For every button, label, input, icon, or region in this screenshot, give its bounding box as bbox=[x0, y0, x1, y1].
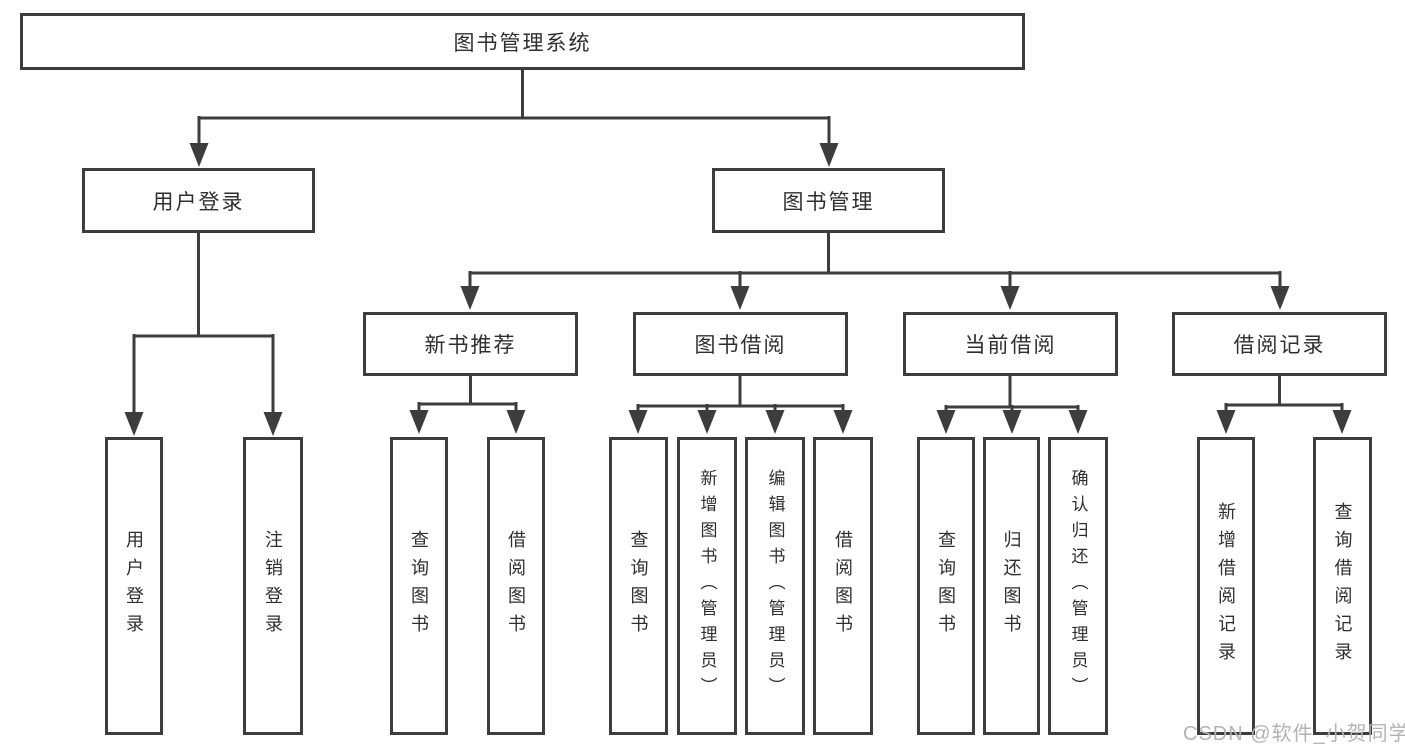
arrow-down-icon bbox=[819, 143, 839, 167]
arrow-down-icon bbox=[189, 143, 209, 167]
node-new-book-recommend: 新书推荐 bbox=[363, 312, 578, 376]
leaf-borrow-borrow-books-label: 借阅图书 bbox=[833, 530, 853, 642]
arrow-down-icon bbox=[1002, 410, 1022, 434]
leaf-logout-login: 注销登录 bbox=[243, 437, 303, 735]
node-book-borrow: 图书借阅 bbox=[633, 312, 848, 376]
leaf-current-confirm-return-admin: 确认归还（管理员） bbox=[1048, 437, 1108, 735]
arrow-down-icon bbox=[628, 410, 648, 434]
node-user-login-label: 用户登录 bbox=[152, 190, 245, 214]
leaf-borrow-edit-books-admin: 编辑图书（管理员） bbox=[745, 437, 805, 735]
leaf-current-confirm-return-admin-label: 确认归还（管理员） bbox=[1068, 469, 1088, 703]
leaf-current-query-books-label: 查询图书 bbox=[936, 530, 956, 642]
arrow-down-icon bbox=[936, 410, 956, 434]
leaf-recommend-borrow-books-label: 借阅图书 bbox=[506, 530, 526, 642]
arrow-down-icon bbox=[506, 410, 526, 434]
node-current-borrow: 当前借阅 bbox=[903, 312, 1118, 376]
arrow-down-icon bbox=[730, 286, 750, 310]
leaf-current-return-books-label: 归还图书 bbox=[1001, 530, 1022, 642]
arrow-down-icon bbox=[409, 410, 429, 434]
leaf-borrow-add-books-admin: 新增图书（管理员） bbox=[677, 437, 737, 735]
arrowheads bbox=[124, 143, 1352, 436]
leaf-records-add-record-label: 新增借阅记录 bbox=[1216, 502, 1236, 670]
arrow-down-icon bbox=[1216, 410, 1236, 434]
arrow-down-icon bbox=[263, 412, 283, 436]
node-borrow-records: 借阅记录 bbox=[1172, 312, 1387, 376]
leaf-logout-login-label: 注销登录 bbox=[263, 530, 283, 642]
node-book-management-label: 图书管理 bbox=[782, 190, 875, 214]
leaf-records-add-record: 新增借阅记录 bbox=[1197, 437, 1255, 735]
leaf-borrow-add-books-admin-label: 新增图书（管理员） bbox=[697, 469, 717, 703]
arrow-down-icon bbox=[697, 410, 717, 434]
leaf-recommend-query-books-label: 查询图书 bbox=[409, 530, 429, 642]
leaf-recommend-borrow-books: 借阅图书 bbox=[487, 437, 545, 735]
node-root-label: 图书管理系统 bbox=[453, 31, 592, 55]
leaf-current-return-books: 归还图书 bbox=[983, 437, 1040, 735]
node-book-borrow-label: 图书借阅 bbox=[694, 334, 787, 357]
node-root: 图书管理系统 bbox=[20, 13, 1025, 70]
node-borrow-records-label: 借阅记录 bbox=[1233, 334, 1326, 357]
arrow-down-icon bbox=[124, 412, 144, 436]
node-new-book-recommend-label: 新书推荐 bbox=[424, 334, 517, 357]
leaf-user-login: 用户登录 bbox=[105, 437, 163, 735]
leaf-records-query-record-label: 查询借阅记录 bbox=[1332, 502, 1353, 670]
leaf-borrow-query-books-label: 查询图书 bbox=[628, 530, 649, 642]
node-user-login: 用户登录 bbox=[82, 168, 315, 233]
arrow-down-icon bbox=[1270, 286, 1290, 310]
arrow-down-icon bbox=[1332, 410, 1352, 434]
node-current-borrow-label: 当前借阅 bbox=[964, 334, 1057, 357]
leaf-user-login-label: 用户登录 bbox=[124, 530, 144, 642]
leaf-borrow-borrow-books: 借阅图书 bbox=[813, 437, 873, 735]
arrow-down-icon bbox=[1068, 410, 1088, 434]
leaf-recommend-query-books: 查询图书 bbox=[390, 437, 448, 735]
arrow-down-icon bbox=[460, 286, 480, 310]
node-book-management: 图书管理 bbox=[712, 168, 945, 233]
arrow-down-icon bbox=[833, 410, 853, 434]
leaf-borrow-edit-books-admin-label: 编辑图书（管理员） bbox=[765, 469, 785, 703]
leaf-borrow-query-books: 查询图书 bbox=[609, 437, 668, 735]
arrow-down-icon bbox=[1000, 286, 1020, 310]
leaf-records-query-record: 查询借阅记录 bbox=[1313, 437, 1372, 735]
leaf-current-query-books: 查询图书 bbox=[917, 437, 975, 735]
watermark: CSDN @软件_小贺同学 bbox=[1183, 723, 1405, 745]
arrow-down-icon bbox=[765, 410, 785, 434]
